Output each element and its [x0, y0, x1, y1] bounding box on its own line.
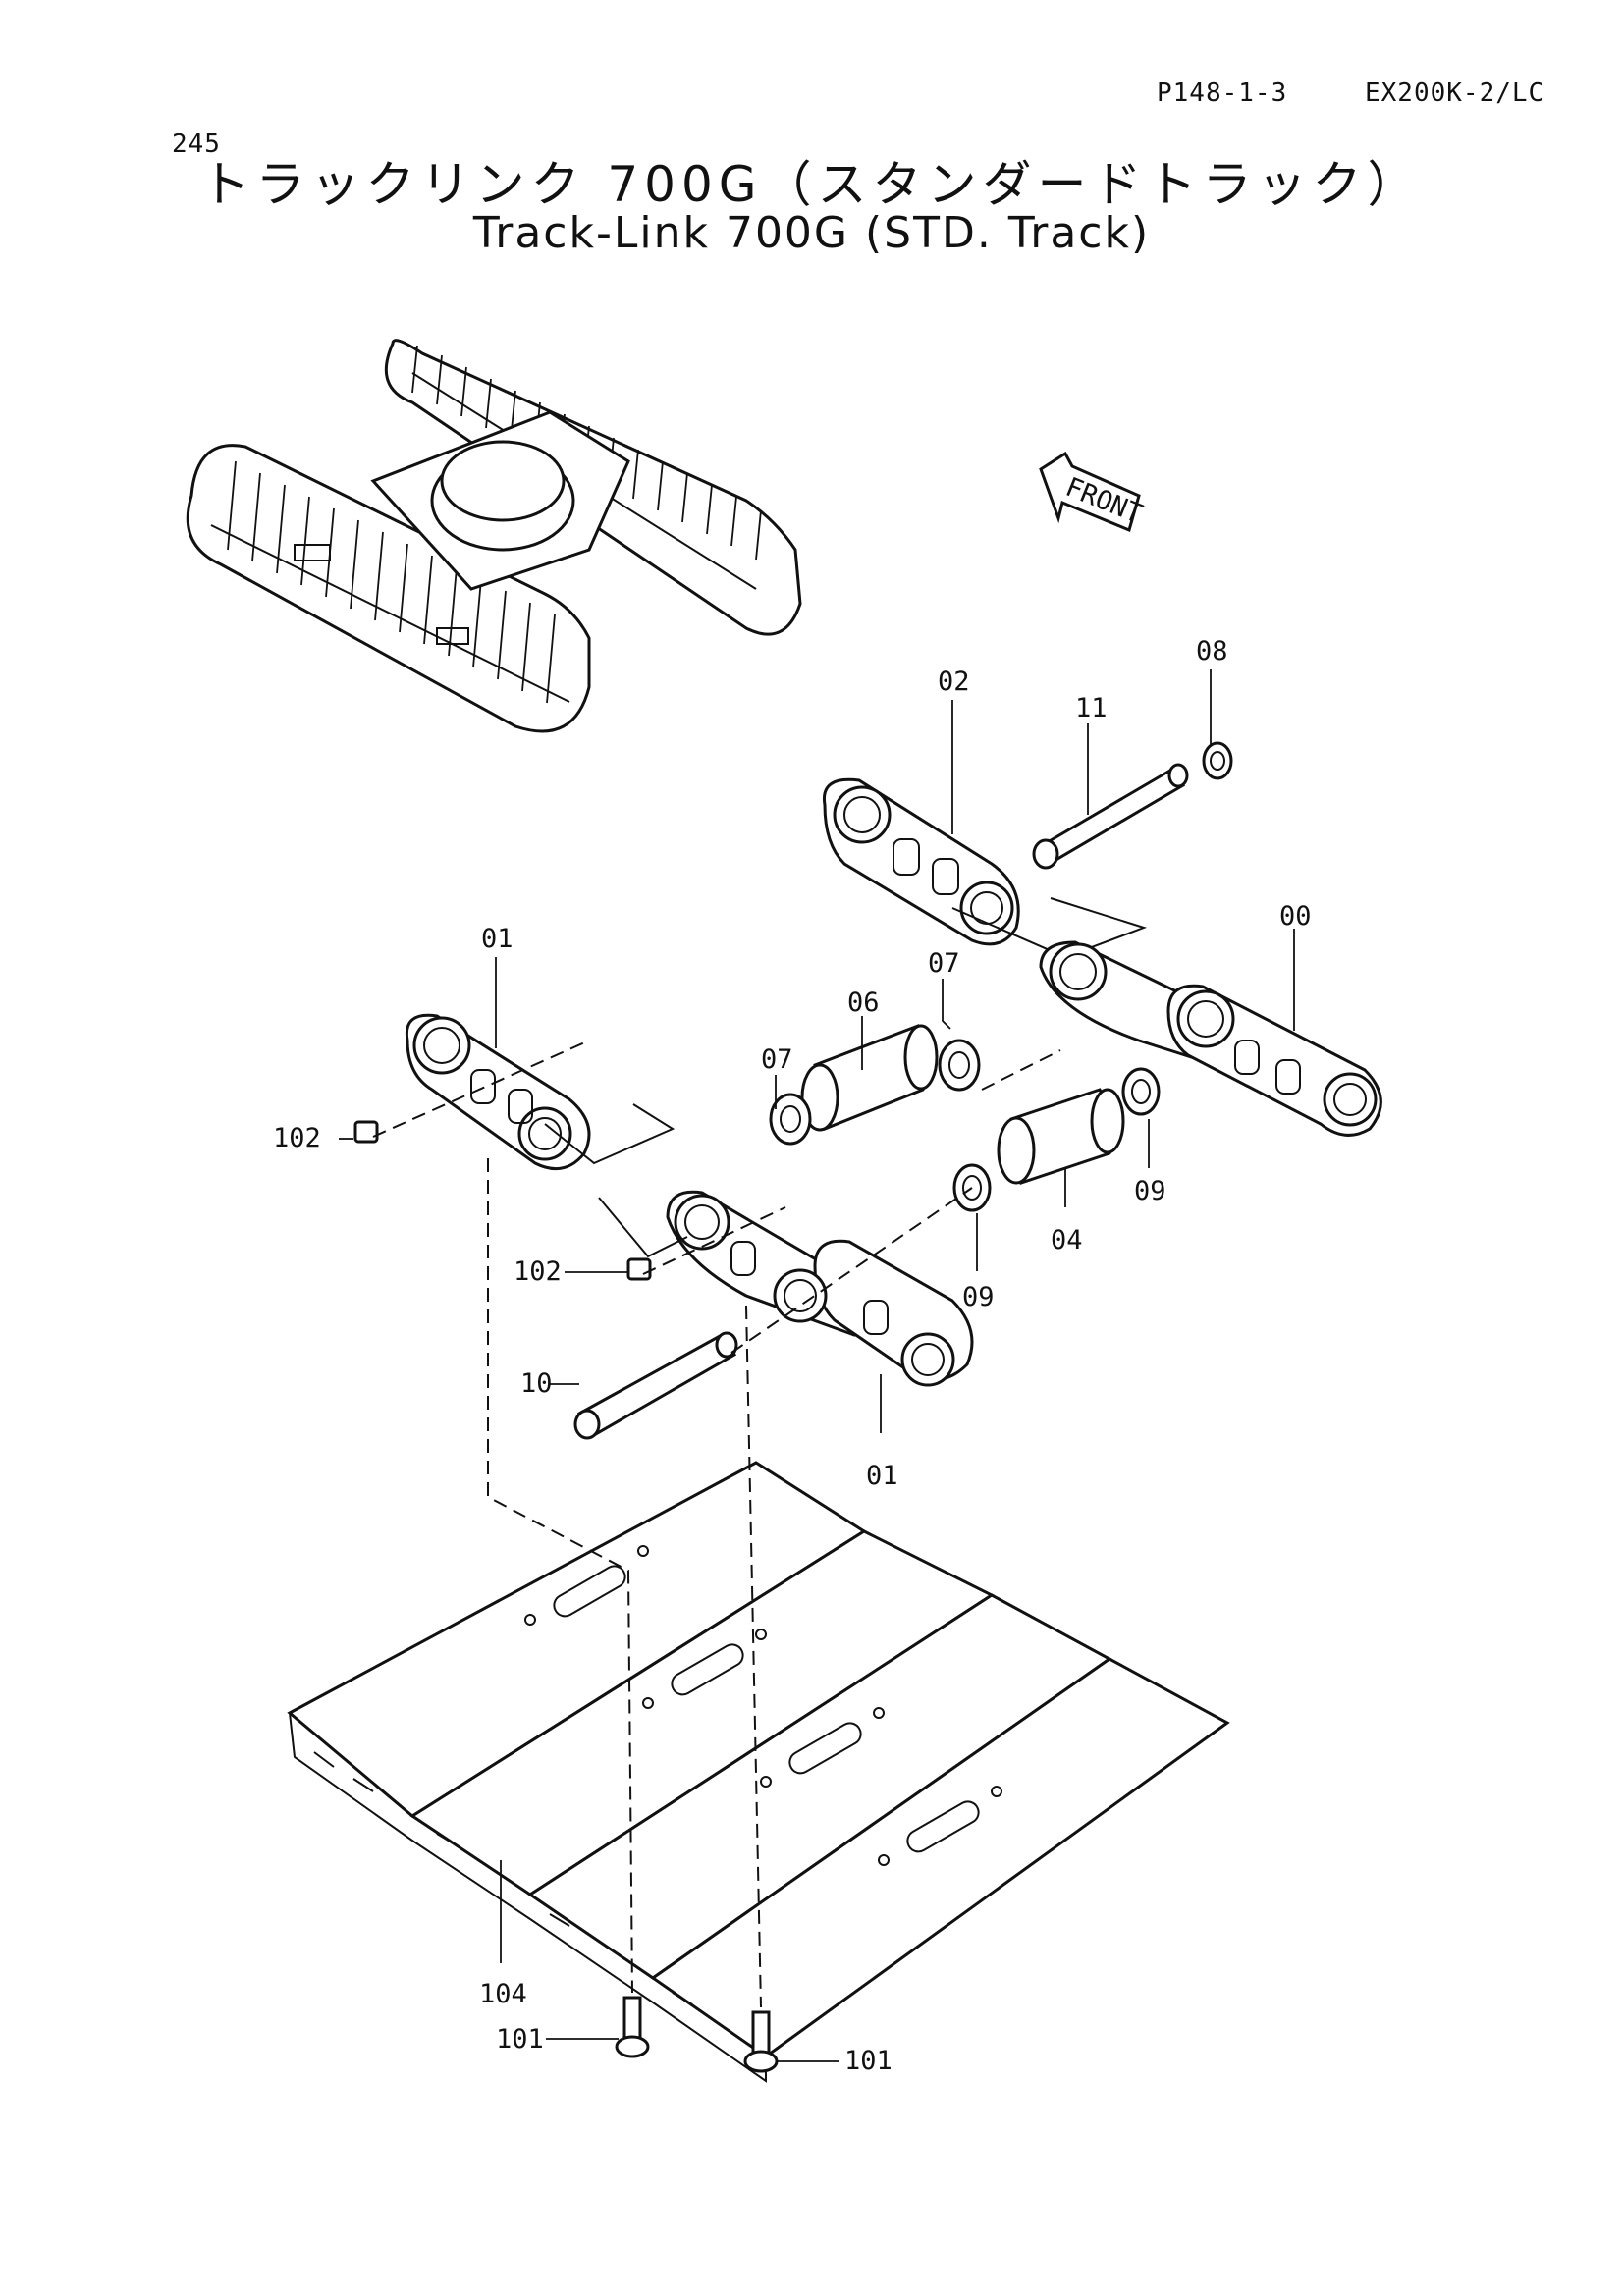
model-code: EX200K-2/LC	[1365, 79, 1545, 108]
label-104: 104	[479, 1979, 527, 2009]
front-direction-arrow: FRONT	[1039, 451, 1147, 533]
nut-102-upper	[353, 1120, 379, 1144]
label-09-left: 09	[962, 1282, 995, 1312]
undercarriage-overview	[186, 339, 802, 733]
bolt-101-right	[743, 2010, 779, 2073]
label-07-right: 07	[928, 948, 960, 979]
alignment-lines	[372, 1040, 1061, 2008]
label-02: 02	[938, 667, 970, 697]
bushing-06	[800, 1024, 939, 1132]
title-english: Track-Link 700G (STD. Track)	[472, 208, 1151, 258]
leader-lines	[339, 669, 1295, 2062]
ring-08	[1202, 741, 1233, 780]
label-06: 06	[847, 988, 880, 1018]
seal-07-left	[769, 1093, 812, 1146]
page-number: 245	[172, 130, 221, 159]
label-00: 00	[1279, 901, 1312, 932]
label-08: 08	[1196, 636, 1228, 667]
bolt-101-left	[615, 1996, 650, 2058]
seal-09-right	[1121, 1067, 1161, 1116]
pin-10	[573, 1331, 738, 1440]
page-code: P148-1-3	[1157, 79, 1288, 108]
label-101-left: 101	[496, 2024, 544, 2055]
label-01-lower: 01	[866, 1461, 898, 1491]
track-shoes-104	[287, 1461, 1230, 2083]
label-09-right: 09	[1134, 1176, 1166, 1206]
track-link-00	[1039, 940, 1382, 1137]
label-10: 10	[520, 1368, 553, 1399]
track-link-01-upper	[405, 1013, 676, 1171]
label-102-upper: 102	[273, 1123, 321, 1153]
pin-11	[1032, 763, 1189, 870]
track-link-01-center	[598, 1190, 974, 1387]
label-07-left: 07	[761, 1044, 793, 1075]
label-11: 11	[1075, 693, 1108, 723]
bushing-04	[997, 1088, 1125, 1185]
label-101-right: 101	[844, 2046, 893, 2076]
label-102-lower: 102	[514, 1256, 562, 1287]
title-japanese: トラックリンク 700G（スタンダードトラック）	[200, 156, 1423, 213]
label-01-upper: 01	[481, 924, 514, 954]
label-04: 04	[1051, 1225, 1083, 1255]
nut-102-lower	[626, 1257, 652, 1281]
track-link-02	[822, 777, 1148, 959]
seal-07-right	[938, 1039, 981, 1092]
part-labels: 00 01 01 02 04 06 07 07 08 09 09 10 11 1…	[273, 636, 1312, 2076]
